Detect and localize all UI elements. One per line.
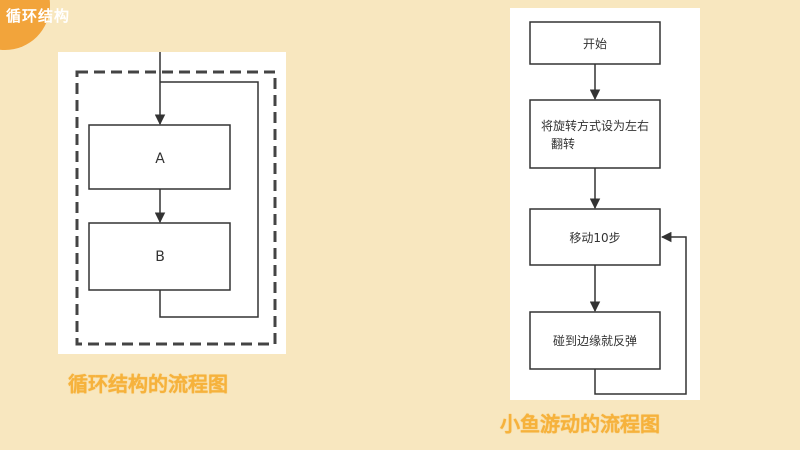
step-move <box>529 208 661 266</box>
step-start-label: 开始 <box>583 37 607 51</box>
fish-flowchart-caption: 小鱼游动的流程图 <box>500 412 660 436</box>
box-a <box>88 124 231 190</box>
fish-flowchart: 开始 将旋转方式设为左右 翻转 移动10步 碰到边缘就反弹 <box>529 21 687 395</box>
step-rotation-label-line1: 将旋转方式设为左右 <box>541 118 649 133</box>
box-a-label: A <box>155 151 165 167</box>
step-start <box>529 21 661 65</box>
step-rotation <box>529 99 661 169</box>
loop-flowchart: A B <box>75 52 277 346</box>
loop-back-arrow <box>594 231 687 395</box>
step-rotation-label-line2: 翻转 <box>551 136 575 151</box>
step-move-label: 移动10步 <box>569 231 620 245</box>
loop-back-line <box>159 81 259 318</box>
loop-boundary <box>75 70 277 346</box>
loop-flowchart-panel: A B <box>58 52 286 354</box>
fish-flowchart-panel: 开始 将旋转方式设为左右 翻转 移动10步 碰到边缘就反弹 <box>510 8 700 400</box>
section-title: 循环结构 <box>6 7 71 25</box>
loop-flowchart-caption: 循环结构的流程图 <box>68 372 228 396</box>
step-bounce-label: 碰到边缘就反弹 <box>553 334 637 348</box>
box-b-label: B <box>155 249 165 265</box>
